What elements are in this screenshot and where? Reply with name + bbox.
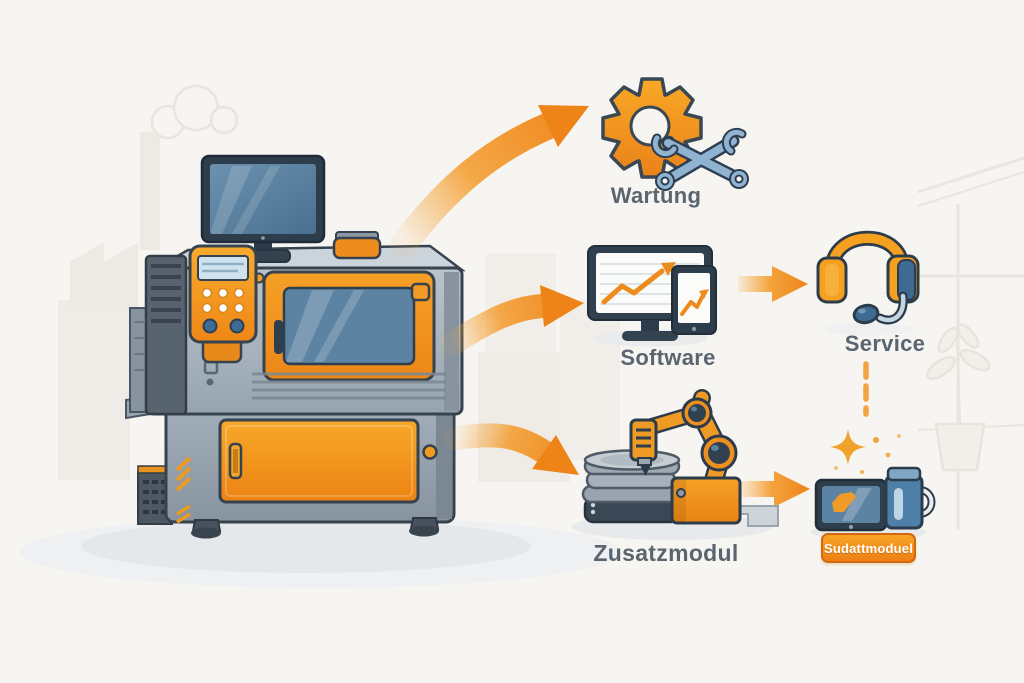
window-handle xyxy=(274,320,283,354)
headset-icon xyxy=(816,230,920,336)
machine-monitor xyxy=(200,154,326,263)
machine-door xyxy=(218,418,420,504)
tablet-mug-icon xyxy=(810,429,936,540)
panel-blue-button xyxy=(229,318,245,334)
hazard-stripes xyxy=(175,456,192,524)
curved-arrow-software xyxy=(440,285,584,356)
service-label: Service xyxy=(844,331,926,356)
control-panel xyxy=(188,244,258,364)
machine-base-cabinet xyxy=(125,394,456,539)
plant-outline xyxy=(926,323,991,472)
sparkle-icon xyxy=(830,429,901,474)
end-effector xyxy=(629,418,658,462)
industrial-machine xyxy=(125,154,466,539)
panel-display xyxy=(197,255,249,281)
wrench-icon xyxy=(650,127,749,191)
keypad-buttons xyxy=(201,287,245,314)
chart-line xyxy=(601,268,665,305)
gear-wrench-icon xyxy=(601,77,749,191)
arrow-zusatzmodul-to-badge xyxy=(740,471,810,507)
top-handle xyxy=(332,236,382,260)
machine-upper-cabinet xyxy=(129,231,466,416)
robot-arm xyxy=(629,389,742,525)
machine-feet xyxy=(191,517,440,539)
software-label: Software xyxy=(620,345,716,370)
zusatzmodule-badge: Sudattmoduel xyxy=(821,533,916,563)
microphone xyxy=(852,303,880,325)
curved-arrow-wartung xyxy=(390,105,589,258)
zusatzmodul-label: Zusatzmodul xyxy=(593,540,739,566)
side-vent-tower xyxy=(144,254,188,416)
disc-stack xyxy=(581,449,683,524)
wartung-label: Wartung xyxy=(610,183,702,208)
mug-icon xyxy=(884,466,936,530)
panel-blue-button xyxy=(202,318,218,334)
base-knob xyxy=(422,444,438,460)
side-button xyxy=(410,282,431,302)
viewing-window xyxy=(262,270,436,382)
robot-arm-disc-stack-icon xyxy=(572,389,779,540)
monitor-tablet-chart-icon xyxy=(587,245,717,347)
floor-shadow xyxy=(20,516,620,588)
tablet-icon xyxy=(814,478,888,532)
arrow-software-to-service xyxy=(738,266,808,302)
curved-arrow-zusatzmodul xyxy=(444,423,579,475)
